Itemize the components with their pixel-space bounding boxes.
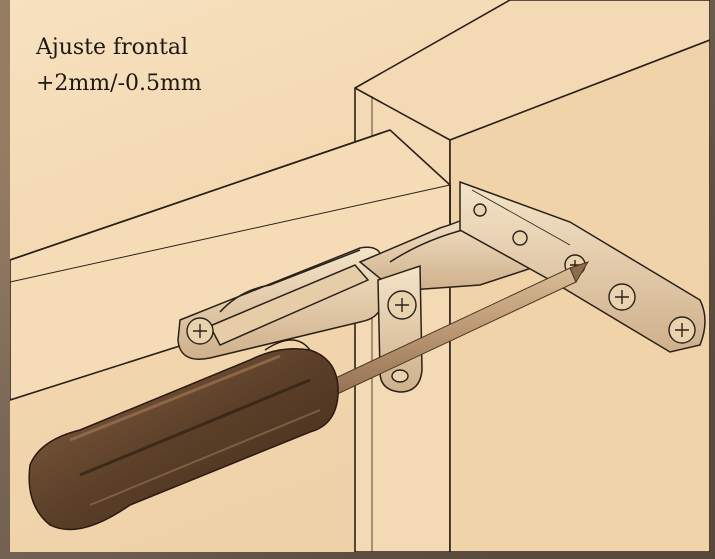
caption-range: +2mm/-0.5mm xyxy=(36,71,202,96)
hinge-adjustment-illustration xyxy=(10,0,710,552)
screwdriver-icon xyxy=(28,261,590,531)
hinge-icon xyxy=(177,180,706,393)
caption-title: Ajuste frontal xyxy=(36,35,189,60)
adjustment-caption: Ajuste frontal +2mm/-0.5mm xyxy=(36,30,202,102)
illustration-panel: Ajuste frontal +2mm/-0.5mm xyxy=(10,0,710,552)
